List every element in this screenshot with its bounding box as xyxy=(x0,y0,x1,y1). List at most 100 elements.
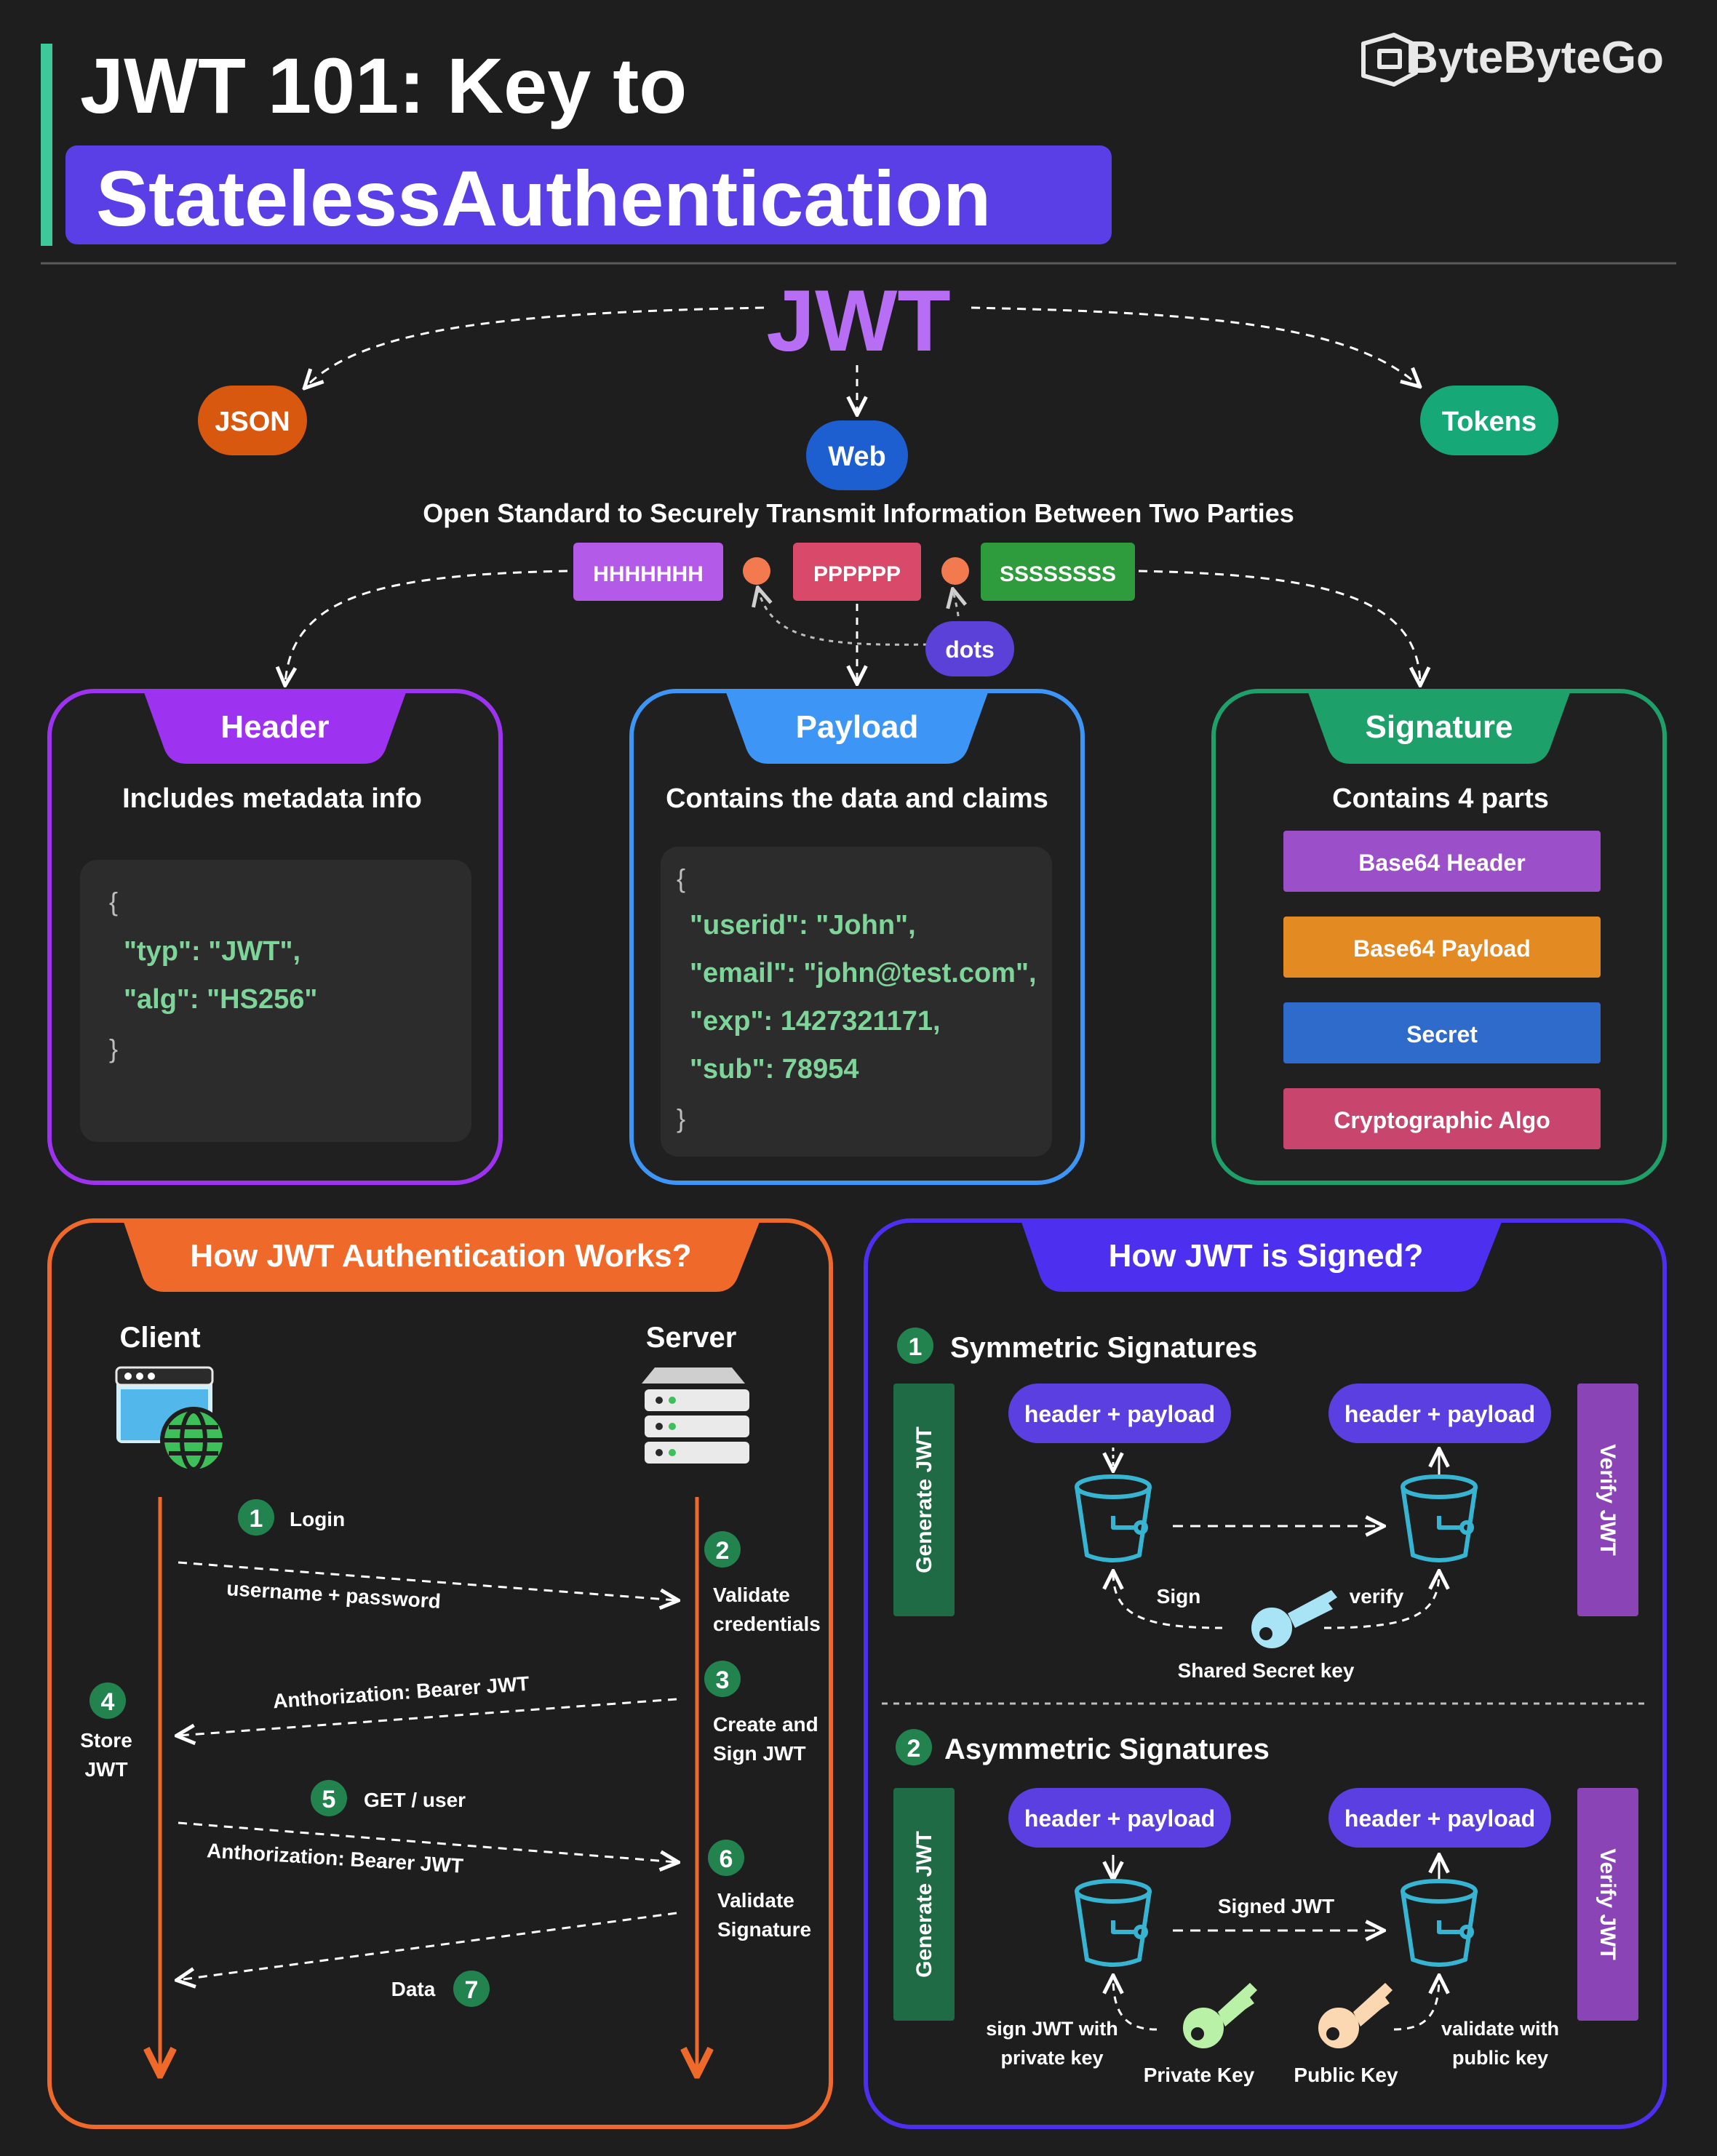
title-highlight xyxy=(65,145,1112,244)
payload-code-line: "email": "john@test.com", xyxy=(690,958,1037,989)
msg-request-arrow xyxy=(178,1821,677,1862)
dot-2 xyxy=(941,557,969,585)
payload-code-line: } xyxy=(677,1103,685,1133)
step-badge xyxy=(708,1840,744,1876)
section-number: 2 xyxy=(907,1735,921,1762)
arrow-public-key xyxy=(1393,1977,1439,2031)
payload-code-line: "exp": 1427321171, xyxy=(690,1006,941,1037)
signature-part-crypto-algo xyxy=(1283,1088,1601,1149)
step-label-validate-credentials: Validate xyxy=(713,1584,790,1606)
step-label-login: Login xyxy=(290,1508,345,1530)
token-header-text: HHHHHHH xyxy=(593,562,704,586)
tokens-tag xyxy=(1420,386,1558,455)
arrow-jwt-tokens xyxy=(971,306,1419,386)
payload-card-title: Payload xyxy=(796,709,919,745)
payload-code-line: { xyxy=(677,863,685,893)
signature-card: Signature Contains 4 parts Base64 Header… xyxy=(1211,689,1667,1185)
dots-pill xyxy=(925,621,1014,676)
brand-name: ByteByteGo xyxy=(1406,33,1664,83)
title-accent-bar xyxy=(41,44,52,246)
header-payload-pill xyxy=(1328,1788,1551,1848)
section-number: 1 xyxy=(909,1333,923,1361)
step-number: 5 xyxy=(322,1786,336,1813)
signature-part-secret xyxy=(1283,1002,1601,1063)
header-card: Header Includes metadata info { "typ": "… xyxy=(47,689,503,1185)
step-number: 6 xyxy=(720,1845,733,1873)
header-code-line: { xyxy=(109,887,118,917)
step-badge xyxy=(311,1780,347,1816)
verify-jwt-label: Verify JWT xyxy=(1596,1444,1620,1555)
step-label-store-jwt: Store xyxy=(80,1729,132,1752)
signature-part-base64-payload xyxy=(1283,917,1601,978)
step-badge xyxy=(238,1499,274,1536)
step-label-create-sign: Create and xyxy=(713,1713,818,1736)
step-label-validate-signature: Signature xyxy=(717,1918,811,1941)
server-icon xyxy=(642,1368,749,1464)
header-payload-pill xyxy=(1328,1384,1551,1443)
payload-code-block xyxy=(661,847,1052,1157)
private-key-label: Private Key xyxy=(1144,2064,1255,2086)
signature-part-label: Secret xyxy=(1406,1021,1478,1047)
step-label-create-sign: Sign JWT xyxy=(713,1742,806,1765)
arrow-key-to-verify xyxy=(1323,1573,1439,1629)
title-line-2: StatelessAuthentication xyxy=(96,154,991,242)
arrow-key-to-sign xyxy=(1113,1573,1223,1629)
step-badge xyxy=(89,1682,126,1719)
signing-panel: How JWT is Signed? 1 Symmetric Signature… xyxy=(864,1218,1667,2129)
payload-card: Payload Contains the data and claims { "… xyxy=(629,689,1085,1185)
hash-bucket-icon xyxy=(1401,1879,1478,1967)
arrow-private-key xyxy=(1113,1977,1158,2031)
public-key-icon xyxy=(1315,1983,1393,2051)
header-card-tab xyxy=(144,692,406,764)
public-key-label: Public Key xyxy=(1294,2064,1398,2086)
step-number: 7 xyxy=(465,1976,479,2004)
sign-with-private-label: private key xyxy=(1000,2047,1103,2069)
signature-part-label: Base64 Payload xyxy=(1353,935,1531,962)
hp-left-label: header + payload xyxy=(1024,1401,1215,1427)
jwt-word: JWT xyxy=(766,272,950,370)
browser-globe-icon xyxy=(115,1366,227,1474)
asymmetric-title: Asymmetric Signatures xyxy=(944,1733,1270,1765)
web-tag-label: Web xyxy=(828,442,886,472)
header-code-block xyxy=(80,860,471,1142)
signature-card-tab xyxy=(1308,692,1570,764)
header-payload-pill xyxy=(1008,1788,1231,1848)
hp-right-label: header + payload xyxy=(1344,1401,1535,1427)
payload-code-line: "userid": "John", xyxy=(690,910,916,941)
token-payload-text: PPPPPP xyxy=(813,562,901,586)
signature-part-base64-header xyxy=(1283,831,1601,892)
signing-panel-tab xyxy=(1021,1222,1502,1292)
header-code-line: "alg": "HS256" xyxy=(124,984,317,1015)
payload-card-tab xyxy=(726,692,988,764)
payload-card-subtitle: Contains the data and claims xyxy=(666,783,1048,814)
hp-left-label: header + payload xyxy=(1024,1805,1215,1832)
step-label-data: Data xyxy=(391,1978,436,2000)
title-line-1: JWT 101: Key to xyxy=(80,41,687,129)
header-card-subtitle: Includes metadata info xyxy=(122,783,422,814)
jwt-definition: Open Standard to Securely Transmit Infor… xyxy=(423,498,1294,528)
header-card-title: Header xyxy=(220,709,329,745)
step-label-validate-signature: Validate xyxy=(717,1889,794,1912)
sign-with-private-label: sign JWT with xyxy=(986,2018,1118,2040)
json-tag xyxy=(198,386,307,455)
tokens-tag-label: Tokens xyxy=(1442,407,1537,437)
generate-jwt-bar xyxy=(893,1384,955,1616)
step-label-get-user: GET / user xyxy=(364,1789,466,1811)
auth-panel-title: How JWT Authentication Works? xyxy=(190,1238,691,1274)
symmetric-title: Symmetric Signatures xyxy=(950,1332,1257,1364)
arrow-to-header xyxy=(285,570,568,684)
arrow-to-signature xyxy=(1138,570,1420,684)
token-payload-part xyxy=(793,543,921,601)
generate-jwt-label: Generate JWT xyxy=(912,1831,936,1978)
shared-key-icon xyxy=(1248,1590,1337,1651)
client-label: Client xyxy=(119,1322,200,1354)
header-code-line: "typ": "JWT", xyxy=(124,936,300,967)
hp-right-label: header + payload xyxy=(1344,1805,1535,1832)
validate-with-public-label: validate with xyxy=(1441,2018,1559,2040)
signature-card-subtitle: Contains 4 parts xyxy=(1332,783,1549,814)
step-number: 2 xyxy=(716,1537,730,1565)
verify-jwt-bar xyxy=(1577,1788,1638,2021)
msg-credentials-arrow xyxy=(178,1561,677,1600)
